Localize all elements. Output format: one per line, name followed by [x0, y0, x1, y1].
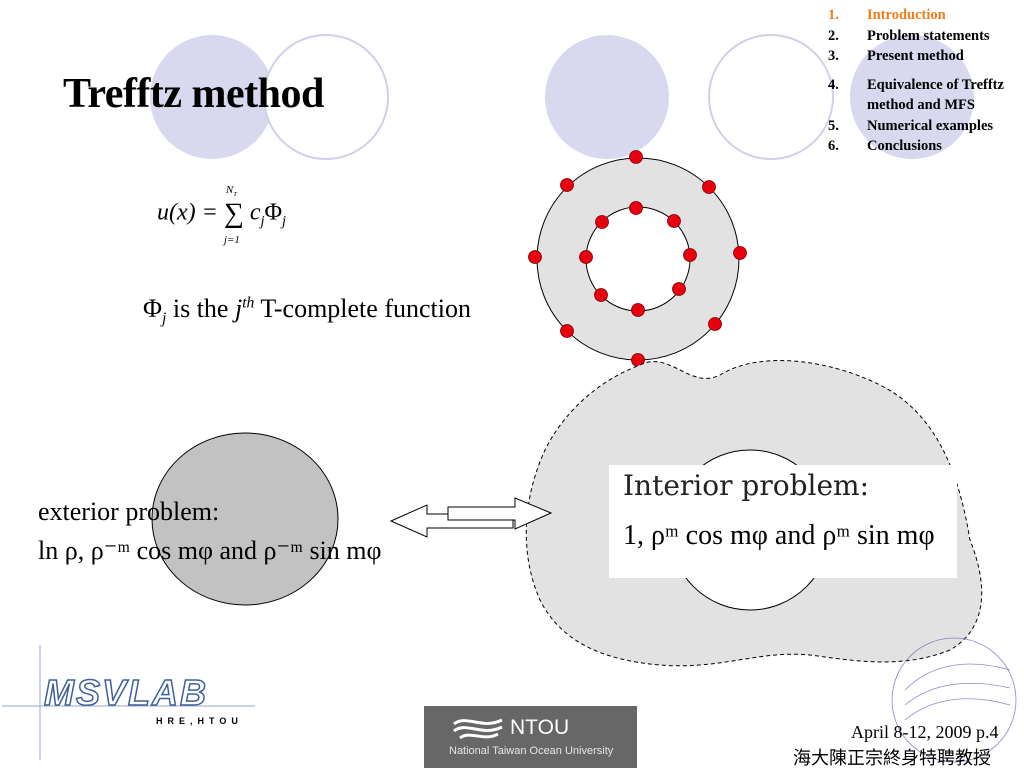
- outer-source-point: [560, 178, 574, 192]
- phi-description: Φj is the jth T-complete function: [143, 294, 471, 328]
- deco-circle: [708, 34, 834, 160]
- interior-problem-label: Interior problem:: [623, 469, 869, 502]
- deco-circle: [850, 35, 974, 159]
- interior-problem-functions: 1, ρᵐ cos mφ and ρᵐ sin mφ: [623, 520, 935, 551]
- ntou-name: NTOU: [510, 716, 570, 739]
- outer-source-point: [629, 150, 643, 164]
- outline-list: 1. Introduction 2. Problem statements 3.…: [828, 5, 1024, 157]
- deco-circle: [150, 35, 274, 159]
- inner-source-point: [683, 248, 697, 262]
- outer-source-point: [733, 246, 747, 260]
- ntou-logo: NTOU National Taiwan Ocean University: [424, 706, 637, 768]
- msvlab-subtitle: HRE,HTOU: [156, 716, 243, 726]
- exterior-circle: [151, 432, 339, 606]
- outer-source-point: [702, 180, 716, 194]
- trefftz-formula: u(x) = NT ∑ j=1 cjΦj: [157, 184, 287, 246]
- ntou-seal-watermark: [891, 637, 1017, 763]
- slide-title: Trefftz method: [63, 71, 324, 117]
- interior-problem-box: [609, 465, 957, 578]
- outline-item-present-method[interactable]: 3. Present method: [828, 48, 964, 64]
- wave-logo-icon: [453, 718, 503, 740]
- outline-item-introduction[interactable]: 1. Introduction: [828, 7, 946, 23]
- inner-source-point: [594, 288, 608, 302]
- footer-author: 海大陳正宗終身特聘教授: [793, 748, 991, 769]
- outer-source-point: [560, 324, 574, 338]
- ntou-subtitle: National Taiwan Ocean University: [449, 745, 614, 757]
- inner-source-point: [631, 303, 645, 317]
- outer-source-point: [708, 317, 722, 331]
- inner-source-point: [672, 282, 686, 296]
- msvlab-cross: [2, 645, 255, 760]
- inner-source-point: [579, 250, 593, 264]
- deco-circle: [263, 34, 389, 160]
- msvlab-logo: MSVLAB: [43, 671, 208, 714]
- outline-item-conclusions[interactable]: 6. Conclusions: [828, 138, 942, 154]
- deco-circle: [545, 35, 669, 159]
- double-arrow: [389, 497, 553, 538]
- inner-source-point: [667, 214, 681, 228]
- exterior-problem-label: exterior problem:: [38, 497, 220, 526]
- inner-source-point: [629, 201, 643, 215]
- inner-source-point: [595, 215, 609, 229]
- outline-item-problem-statements[interactable]: 2. Problem statements: [828, 27, 990, 44]
- footer-date-page: April 8-12, 2009 p.4: [851, 722, 999, 742]
- exterior-problem-functions: ln ρ, ρ⁻ᵐ cos mφ and ρ⁻ᵐ sin mφ: [38, 536, 382, 565]
- outline-item-numerical-examples[interactable]: 5. Numerical examples: [828, 117, 994, 134]
- outer-source-point: [528, 250, 542, 264]
- annulus-diagram: [528, 150, 747, 367]
